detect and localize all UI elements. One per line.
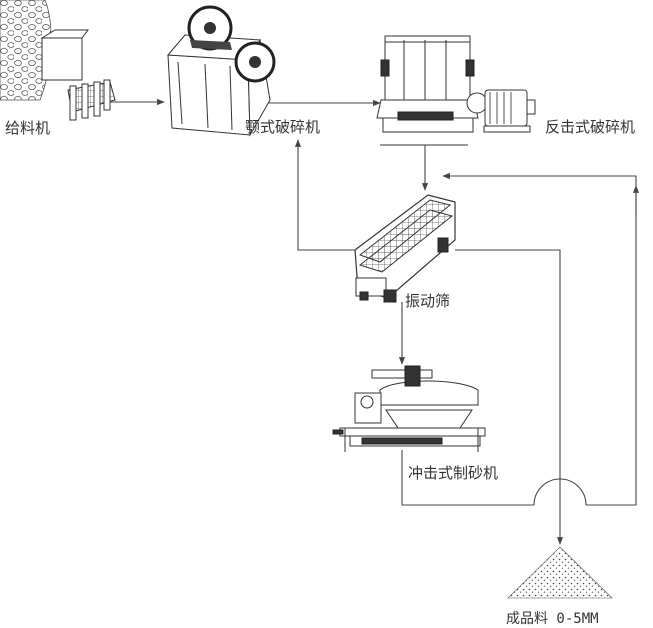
flow-crossover-arc — [533, 478, 587, 506]
flow-lines — [110, 98, 640, 545]
vibrating-screen-label: 振动筛 — [405, 292, 451, 310]
sand-maker-machine — [332, 365, 486, 452]
jaw-crusher-label: 颚式破碎机 — [245, 118, 321, 136]
flow-screen-to-product — [455, 249, 564, 545]
flow-recycle-to-screen — [442, 172, 637, 506]
feeder-machine — [0, 0, 116, 121]
vibrating-screen-machine — [354, 194, 456, 303]
jaw-crusher-machine — [166, 5, 276, 137]
impact-crusher-machine — [376, 35, 536, 146]
flow-screen-return-to-jaw — [294, 139, 356, 251]
impact-crusher-label: 反击式破碎机 — [545, 118, 636, 136]
feeder-label: 给料机 — [5, 119, 51, 137]
product-label: 成品料 0-5MM — [506, 611, 599, 627]
product-pile — [507, 546, 613, 599]
sand-maker-label: 冲击式制砂机 — [408, 464, 499, 482]
flow-sand-maker-recycle — [401, 450, 534, 506]
